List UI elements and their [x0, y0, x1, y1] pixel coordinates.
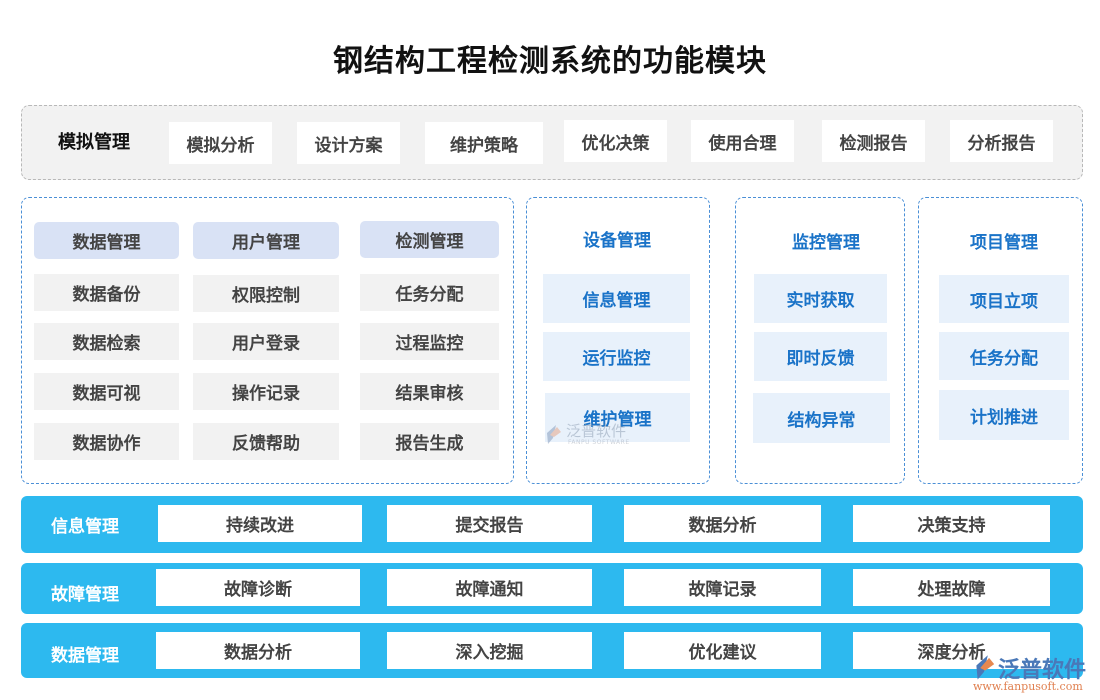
watermark-brand: 泛普软件 [998, 658, 1087, 683]
module-cell[interactable]: 任务分配 [939, 332, 1069, 380]
module-chip[interactable]: 决策支持 [853, 505, 1050, 542]
module-chip[interactable]: 提交报告 [387, 505, 592, 542]
watermark-sub: FANPU SOFTWARE [568, 439, 630, 446]
module-cell[interactable]: 数据检索 [34, 323, 179, 360]
module-chip[interactable]: 故障记录 [624, 569, 821, 606]
module-cell[interactable]: 运行监控 [543, 332, 690, 381]
module-cell[interactable]: 任务分配 [360, 274, 499, 311]
panel-title: 项目管理 [970, 233, 1038, 253]
data-management-row: 数据管理 数据分析 深入挖掘 优化建议 深度分析 [21, 623, 1083, 678]
simulation-management-band: 模拟管理 模拟分析 设计方案 维护策略 优化决策 使用合理 检测报告 分析报告 [21, 105, 1083, 180]
fanpu-logo-icon [976, 655, 995, 680]
module-chip[interactable]: 持续改进 [158, 505, 362, 542]
module-chip[interactable]: 数据分析 [156, 632, 360, 669]
project-management-panel: 项目管理 项目立项 任务分配 计划推进 [918, 197, 1083, 484]
module-chip[interactable]: 优化建议 [624, 632, 821, 669]
watermark-brand: 泛普软件 [566, 422, 627, 440]
fault-management-row: 故障管理 故障诊断 故障通知 故障记录 处理故障 [21, 563, 1083, 614]
module-cell[interactable]: 结构异常 [753, 393, 890, 443]
module-chip[interactable]: 分析报告 [950, 120, 1053, 162]
module-cell[interactable]: 操作记录 [193, 373, 339, 410]
module-cell[interactable]: 数据协作 [34, 423, 179, 460]
watermark-small: 泛普软件 FANPU SOFTWARE [544, 420, 644, 452]
module-cell[interactable]: 数据备份 [34, 274, 179, 311]
watermark-logo: 泛普软件 www.fanpusoft.com [970, 652, 1098, 696]
column-header-user[interactable]: 用户管理 [193, 222, 339, 259]
module-chip[interactable]: 故障通知 [387, 569, 592, 606]
band-label: 模拟管理 [58, 132, 130, 153]
module-chip[interactable]: 优化决策 [564, 120, 667, 162]
module-chip[interactable]: 模拟分析 [169, 122, 272, 164]
column-header-data[interactable]: 数据管理 [34, 222, 179, 259]
module-cell[interactable]: 结果审核 [360, 373, 499, 410]
module-cell[interactable]: 数据可视 [34, 373, 179, 410]
module-chip[interactable]: 检测报告 [822, 120, 925, 162]
module-chip[interactable]: 故障诊断 [156, 569, 360, 606]
module-cell[interactable]: 计划推进 [939, 390, 1069, 440]
module-chip[interactable]: 深度分析 [853, 632, 1050, 669]
module-chip[interactable]: 维护策略 [425, 122, 543, 164]
module-chip[interactable]: 数据分析 [624, 505, 821, 542]
module-cell[interactable]: 实时获取 [754, 274, 887, 323]
module-cell[interactable]: 反馈帮助 [193, 423, 339, 460]
module-cell[interactable]: 权限控制 [193, 275, 339, 312]
panel-title: 监控管理 [792, 233, 860, 253]
panel-title: 设备管理 [583, 231, 651, 251]
fanpu-logo-icon [547, 425, 561, 444]
module-cell[interactable]: 用户登录 [193, 323, 339, 360]
module-chip[interactable]: 处理故障 [853, 569, 1050, 606]
info-management-row: 信息管理 持续改进 提交报告 数据分析 决策支持 [21, 496, 1083, 553]
module-cell[interactable]: 维护管理 [545, 393, 690, 442]
core-management-panel: 数据管理 数据备份 数据检索 数据可视 数据协作 用户管理 权限控制 用户登录 … [21, 197, 514, 484]
module-cell[interactable]: 报告生成 [360, 423, 499, 460]
module-cell[interactable]: 信息管理 [543, 274, 690, 323]
watermark-url: www.fanpusoft.com [973, 680, 1083, 693]
module-cell[interactable]: 即时反馈 [754, 332, 887, 381]
row-label: 信息管理 [51, 517, 119, 537]
monitoring-management-panel: 监控管理 实时获取 即时反馈 结构异常 [735, 197, 905, 484]
row-label: 故障管理 [51, 585, 119, 605]
column-header-inspection[interactable]: 检测管理 [360, 221, 499, 258]
module-cell[interactable]: 过程监控 [360, 323, 499, 360]
equipment-management-panel: 设备管理 信息管理 运行监控 维护管理 [526, 197, 710, 484]
module-cell[interactable]: 项目立项 [939, 275, 1069, 323]
module-chip[interactable]: 深入挖掘 [387, 632, 592, 669]
row-label: 数据管理 [51, 646, 119, 666]
module-chip[interactable]: 使用合理 [691, 120, 794, 162]
page-title: 钢结构工程检测系统的功能模块 [333, 44, 767, 79]
module-chip[interactable]: 设计方案 [297, 122, 400, 164]
